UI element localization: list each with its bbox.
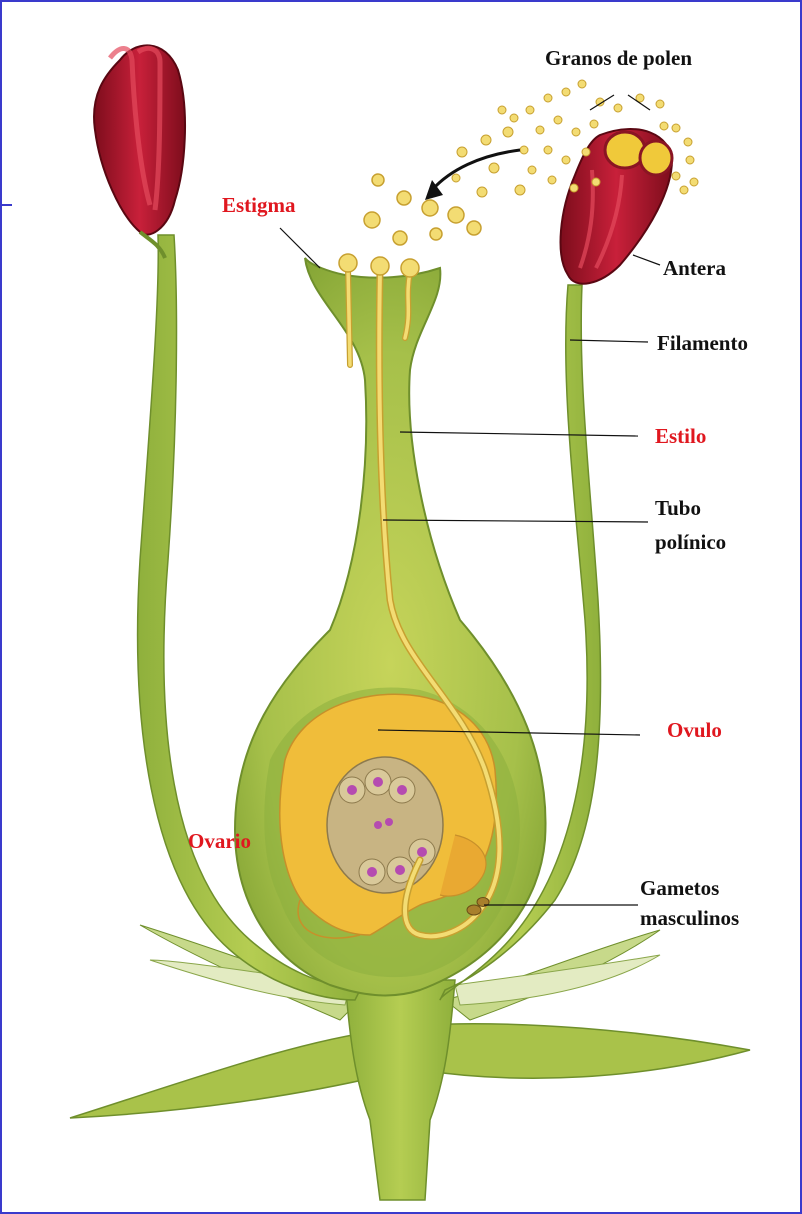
pollen-grain <box>510 114 518 122</box>
left-anther <box>94 45 185 258</box>
pollen-grain <box>660 122 668 130</box>
pollen-grain <box>672 172 680 180</box>
pollen-grain <box>578 80 586 88</box>
pollen-grain <box>686 156 694 164</box>
pollen-grain <box>570 184 578 192</box>
label-gametos: Gametos <box>640 876 719 900</box>
pollen-grain <box>562 88 570 96</box>
pollen-grain <box>467 221 481 235</box>
pollen-grain <box>393 231 407 245</box>
pollen-grain <box>562 156 570 164</box>
pollen-grain <box>515 185 525 195</box>
pollen-grain <box>528 166 536 174</box>
right-anther <box>561 129 672 284</box>
pollen-grain <box>457 147 467 157</box>
pollen-grain <box>448 207 464 223</box>
pollen-grain <box>656 100 664 108</box>
pollen-grain <box>690 178 698 186</box>
pollen-grain <box>548 176 556 184</box>
pollen-grain <box>536 126 544 134</box>
label-granos-de-polen: Granos de polen <box>545 46 692 70</box>
pollen-grain <box>554 116 562 124</box>
flower-stem <box>345 980 455 1200</box>
pollen-grain <box>592 178 600 186</box>
pollen-grain <box>582 148 590 156</box>
pollen-grain <box>680 186 688 194</box>
pollen-grain <box>614 104 622 112</box>
label-estilo: Estilo <box>655 424 706 448</box>
pollen-grain <box>489 163 499 173</box>
label-tubo: Tubo <box>655 496 701 520</box>
label-ovario: Ovario <box>188 829 251 853</box>
pollen-grain <box>590 120 598 128</box>
pollen-grain <box>503 127 513 137</box>
pollen-grain <box>498 106 506 114</box>
label-filamento: Filamento <box>657 331 748 355</box>
pollen-grain <box>572 128 580 136</box>
pollen-grain <box>520 146 528 154</box>
pollen-grain <box>452 174 460 182</box>
pollen-grain <box>672 124 680 132</box>
pollen-grain <box>684 138 692 146</box>
pollen-grain <box>526 106 534 114</box>
label-ovulo: Ovulo <box>667 718 722 742</box>
pollen-grain <box>544 94 552 102</box>
pollen-grain <box>372 174 384 186</box>
label-polinico: polínico <box>655 530 726 554</box>
pollen-grain <box>397 191 411 205</box>
pollen-grain <box>477 187 487 197</box>
pollen-grain <box>364 212 380 228</box>
pollen-grain <box>481 135 491 145</box>
pollen-grain <box>422 200 438 216</box>
label-estigma: Estigma <box>222 193 296 217</box>
pollen-direction-arrow <box>425 150 520 200</box>
pollen-grain <box>544 146 552 154</box>
label-antera: Antera <box>663 256 726 280</box>
pollen-grain <box>430 228 442 240</box>
label-masculinos: masculinos <box>640 906 739 930</box>
